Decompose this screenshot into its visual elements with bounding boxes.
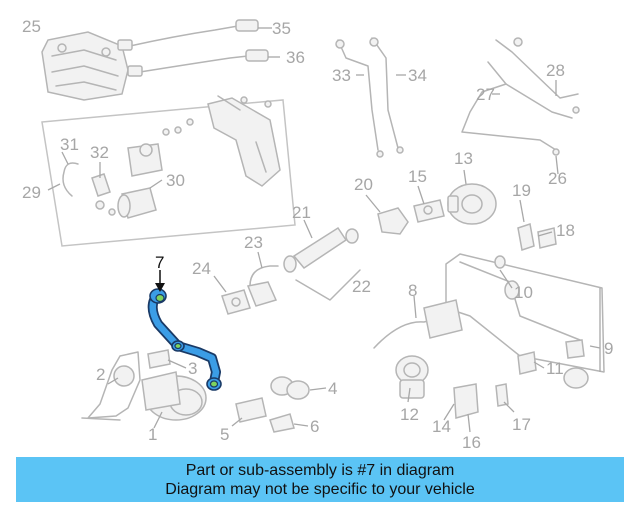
callout-labels: 25 35 36 33 34 28 27 26 31 32 29 30 13 2… (22, 17, 613, 452)
part-25-drawing (41, 31, 129, 101)
callout-7: 7 (155, 253, 164, 272)
callout-13: 13 (454, 149, 473, 168)
callout-22: 22 (352, 277, 371, 296)
parts-8-12-drawing (373, 253, 605, 419)
callout-36: 36 (286, 48, 305, 67)
part-7-hose-highlighted[interactable] (147, 288, 222, 391)
callout-21: 21 (292, 203, 311, 222)
callout-11: 11 (546, 359, 564, 378)
callout-20: 20 (354, 175, 373, 194)
callout-27: 27 (476, 85, 495, 104)
banner-line-2: Diagram may not be specific to your vehi… (165, 481, 475, 498)
parts-18-19-drawing (517, 223, 557, 251)
parts-33-34-drawing (335, 37, 404, 158)
inset-box (41, 99, 296, 247)
callout-5: 5 (220, 425, 229, 444)
callout-6: 6 (310, 417, 319, 436)
callout-17: 17 (512, 415, 531, 434)
callout-35: 35 (272, 19, 291, 38)
parts-26-28-drawing (461, 37, 580, 156)
parts-15-20-drawing (377, 199, 445, 235)
callout-23: 23 (244, 233, 263, 252)
callout-31: 31 (60, 135, 79, 154)
callout-34: 34 (408, 66, 427, 85)
callout-29: 29 (22, 183, 41, 202)
callout-12: 12 (400, 405, 419, 424)
callout-10: 10 (514, 283, 533, 302)
callout-30: 30 (166, 171, 185, 190)
callout-9: 9 (604, 339, 613, 358)
callout-33: 33 (332, 66, 351, 85)
parts-diagram: 25 35 36 33 34 28 27 26 31 32 29 30 13 2… (22, 17, 613, 452)
part-35-drawing (117, 19, 259, 51)
callout-32: 32 (90, 143, 109, 162)
callout-14: 14 (432, 417, 451, 436)
parts-1-6-drawing (81, 349, 310, 433)
leader-lines (47, 27, 601, 433)
callout-25: 25 (22, 17, 41, 36)
callout-2: 2 (96, 365, 105, 384)
callout-19: 19 (512, 181, 531, 200)
callout-4: 4 (328, 379, 337, 398)
banner-line-1: Part or sub-assembly is #7 in diagram (185, 462, 455, 479)
inset-parts-drawing (62, 95, 281, 219)
callout-16: 16 (462, 433, 481, 452)
callout-24: 24 (192, 259, 211, 278)
info-banner: Part or sub-assembly is #7 in diagram Di… (16, 457, 624, 502)
callout-1: 1 (148, 425, 157, 444)
callout-18: 18 (556, 221, 575, 240)
part-13-drawing (447, 183, 497, 225)
callout-3: 3 (188, 359, 197, 378)
part-36-drawing (127, 49, 269, 77)
callout-28: 28 (546, 61, 565, 80)
part-7-leader (155, 270, 165, 292)
parts-21-22-drawing (283, 226, 361, 301)
callout-8: 8 (408, 281, 417, 300)
parts-23-24-drawing (221, 265, 279, 315)
callout-26: 26 (548, 169, 567, 188)
callout-15: 15 (408, 167, 427, 186)
